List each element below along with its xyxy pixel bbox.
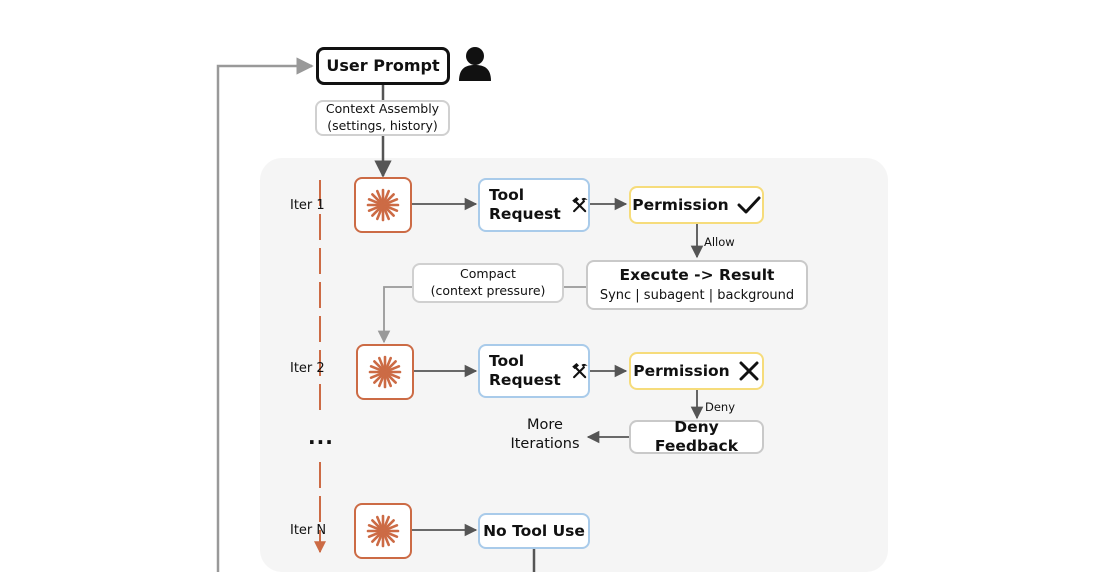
context-assembly-box: Context Assembly (settings, history) bbox=[315, 100, 450, 136]
execute-result-subtitle: Sync | subagent | background bbox=[599, 288, 795, 303]
x-icon bbox=[739, 361, 759, 381]
loop-back-line bbox=[216, 57, 314, 572]
llm-box-iter-1 bbox=[354, 177, 412, 233]
tool-request-line2: Request bbox=[489, 205, 561, 223]
user-prompt-label: User Prompt bbox=[326, 56, 440, 76]
context-assembly-line1: Context Assembly bbox=[325, 101, 440, 117]
starburst-icon bbox=[366, 188, 400, 222]
hammer-pick-icon bbox=[571, 196, 588, 213]
tool-request-box-iter-2: Tool Request bbox=[478, 344, 590, 398]
compact-to-llm2-arrow bbox=[377, 286, 412, 344]
permission-box-iter-2: Permission bbox=[629, 352, 764, 390]
iteration-ellipsis: ... bbox=[308, 425, 334, 449]
tool-request-line2: Request bbox=[489, 371, 561, 389]
execute-result-title: Execute -> Result bbox=[619, 266, 775, 285]
no-tool-use-box: No Tool Use bbox=[478, 513, 590, 549]
iter-2-label: Iter 2 bbox=[290, 361, 325, 376]
more-iterations-line1: More bbox=[527, 417, 563, 433]
permission-label: Permission bbox=[632, 195, 729, 214]
hammer-pick-icon bbox=[571, 362, 588, 379]
context-assembly-line2: (settings, history) bbox=[327, 118, 438, 133]
iter-1-label: Iter 1 bbox=[290, 198, 325, 213]
compact-line2: (context pressure) bbox=[430, 283, 546, 298]
compact-box: Compact (context pressure) bbox=[412, 263, 564, 303]
compact-line1: Compact bbox=[460, 266, 516, 282]
tool-request-line1: Tool bbox=[489, 352, 525, 371]
execute-result-box: Execute -> Result Sync | subagent | back… bbox=[586, 260, 808, 310]
user-icon bbox=[459, 47, 491, 81]
starburst-icon bbox=[366, 514, 400, 548]
deny-feedback-label: Deny Feedback bbox=[654, 418, 739, 455]
llm-box-iter-2 bbox=[356, 344, 414, 400]
more-iterations-text: More Iterations bbox=[500, 416, 590, 454]
iter-n-label: Iter N bbox=[290, 523, 327, 538]
no-tool-use-label: No Tool Use bbox=[483, 521, 585, 540]
tool-request-box-iter-1: Tool Request bbox=[478, 178, 590, 232]
user-prompt-box: User Prompt bbox=[316, 47, 450, 85]
deny-edge-label: Deny bbox=[705, 400, 736, 414]
llm-box-iter-n bbox=[354, 503, 412, 559]
starburst-icon bbox=[368, 355, 402, 389]
deny-feedback-box: Deny Feedback bbox=[629, 418, 764, 455]
check-icon bbox=[737, 196, 761, 214]
tool-request-line1: Tool bbox=[489, 186, 525, 205]
more-iterations-line2: Iterations bbox=[510, 435, 580, 452]
permission-box-iter-1: Permission bbox=[629, 186, 764, 224]
allow-edge-label: Allow bbox=[704, 235, 735, 249]
permission-label: Permission bbox=[633, 361, 730, 380]
